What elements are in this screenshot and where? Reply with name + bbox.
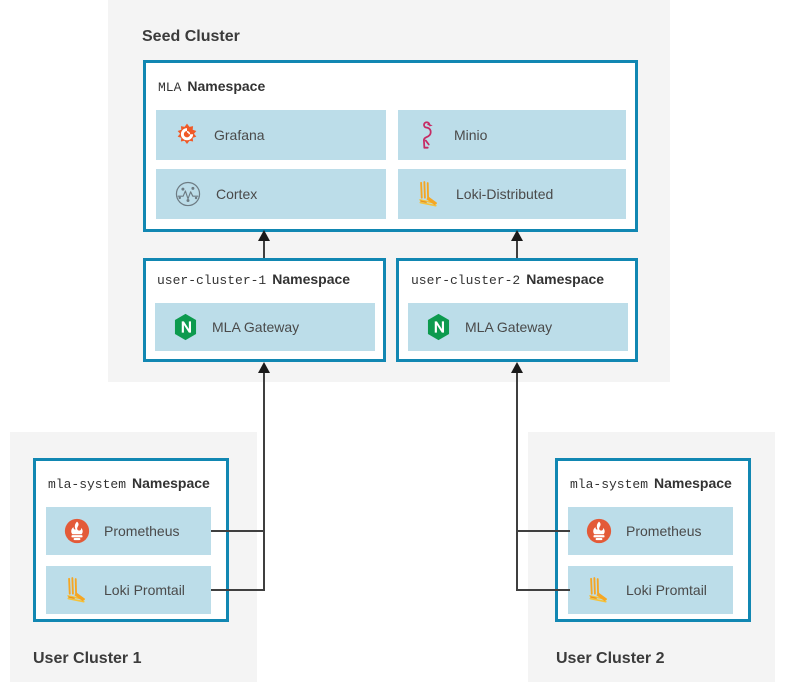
prometheus-icon xyxy=(586,518,612,544)
user-cluster-1-mla-system-label: mla-system Namespace xyxy=(48,476,210,492)
user-cluster-2-namespace-word: Namespace xyxy=(526,271,605,287)
service-grafana[interactable]: Grafana xyxy=(156,110,386,160)
connector-uc2ns-to-mla xyxy=(516,240,518,258)
service-cortex[interactable]: Cortex xyxy=(156,169,386,219)
connector-prometheus-1-branch xyxy=(211,530,265,532)
service-loki-promtail-1[interactable]: Loki Promtail xyxy=(46,566,211,614)
arrowhead-uc1-agents xyxy=(258,362,270,373)
connector-promtail-2-branch xyxy=(516,589,570,591)
connector-uc2-agents-trunk xyxy=(516,372,518,591)
service-mla-gateway-1[interactable]: MLA Gateway xyxy=(155,303,375,351)
service-minio[interactable]: Minio xyxy=(398,110,626,160)
service-prometheus-1-label: Prometheus xyxy=(104,523,180,539)
user-cluster-2-namespace-label: user-cluster-2 Namespace xyxy=(411,272,604,288)
user-cluster-2-title: User Cluster 2 xyxy=(556,650,665,667)
nginx-icon xyxy=(426,313,451,341)
service-mla-gateway-1-label: MLA Gateway xyxy=(212,319,300,335)
user-cluster-1-namespace-name: user-cluster-1 xyxy=(157,273,267,288)
user-cluster-1-namespace-word: Namespace xyxy=(272,271,351,287)
service-prometheus-1[interactable]: Prometheus xyxy=(46,507,211,555)
cortex-icon xyxy=(174,180,202,208)
service-mla-gateway-2[interactable]: MLA Gateway xyxy=(408,303,628,351)
arrowhead-uc1ns-to-mla xyxy=(258,230,270,241)
loki-icon xyxy=(64,576,90,604)
loki-icon xyxy=(586,576,612,604)
user-cluster-1-title: User Cluster 1 xyxy=(33,650,142,667)
user-cluster-1-namespace-label: user-cluster-1 Namespace xyxy=(157,272,350,288)
nginx-icon xyxy=(173,313,198,341)
user-cluster-2-mla-system-label: mla-system Namespace xyxy=(570,476,732,492)
connector-uc1ns-to-mla xyxy=(263,240,265,258)
mla-namespace-label: MLA Namespace xyxy=(158,79,265,95)
connector-prometheus-2-branch xyxy=(516,530,570,532)
service-minio-label: Minio xyxy=(454,127,488,143)
mla-namespace-word: Namespace xyxy=(187,78,266,94)
arrowhead-uc2-agents xyxy=(511,362,523,373)
service-prometheus-2-label: Prometheus xyxy=(626,523,702,539)
arrowhead-uc2ns-to-mla xyxy=(511,230,523,241)
minio-flamingo-icon xyxy=(416,121,440,149)
connector-uc1-agents-trunk xyxy=(263,372,265,591)
seed-cluster-title: Seed Cluster xyxy=(142,28,240,45)
service-mla-gateway-2-label: MLA Gateway xyxy=(465,319,553,335)
prometheus-icon xyxy=(64,518,90,544)
user-cluster-2-mla-system-name: mla-system xyxy=(570,477,649,492)
service-loki-promtail-1-label: Loki Promtail xyxy=(104,582,185,598)
service-grafana-label: Grafana xyxy=(214,127,265,143)
loki-icon xyxy=(416,180,442,208)
user-cluster-2-namespace-name: user-cluster-2 xyxy=(411,273,521,288)
user-cluster-1-mla-system-word: Namespace xyxy=(132,475,210,491)
mla-namespace-name: MLA xyxy=(158,80,182,95)
connector-promtail-1-branch xyxy=(211,589,265,591)
service-loki-distributed[interactable]: Loki-Distributed xyxy=(398,169,626,219)
service-loki-distributed-label: Loki-Distributed xyxy=(456,186,554,202)
user-cluster-2-mla-system-word: Namespace xyxy=(654,475,732,491)
service-loki-promtail-2[interactable]: Loki Promtail xyxy=(568,566,733,614)
service-loki-promtail-2-label: Loki Promtail xyxy=(626,582,707,598)
user-cluster-1-mla-system-name: mla-system xyxy=(48,477,127,492)
grafana-icon xyxy=(174,122,200,148)
service-prometheus-2[interactable]: Prometheus xyxy=(568,507,733,555)
service-cortex-label: Cortex xyxy=(216,186,258,202)
